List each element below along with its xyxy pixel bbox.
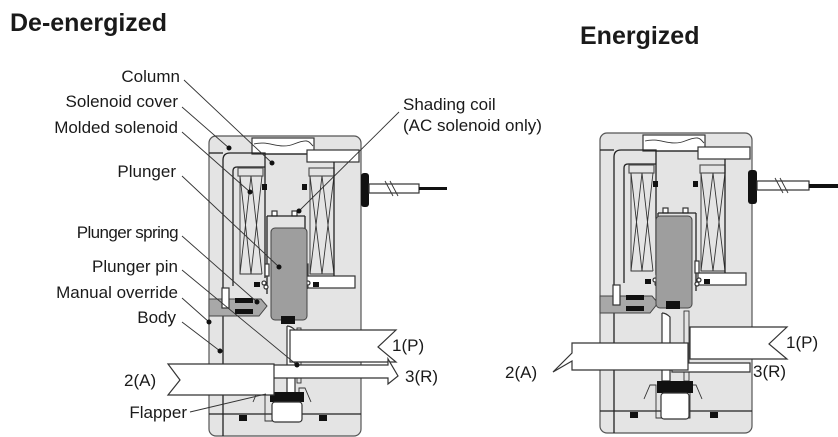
- port-label-3r-energized: 3(R): [753, 362, 786, 381]
- label-plunger: Plunger: [117, 162, 176, 181]
- label-shading-coil-note: (AC solenoid only): [403, 116, 542, 135]
- valve-energized: [599, 132, 753, 434]
- leader-lines: [181, 79, 400, 413]
- label-body: Body: [137, 308, 176, 327]
- panel-title-energized: Energized: [580, 22, 699, 50]
- flapper-shape: [270, 392, 304, 402]
- valve-de-energized: [208, 135, 362, 437]
- label-shading-coil: Shading coil: [403, 95, 496, 114]
- label-plunger-pin: Plunger pin: [92, 257, 178, 276]
- cable-de-energized: [361, 173, 447, 207]
- label-molded-solenoid: Molded solenoid: [54, 118, 178, 137]
- port-label-2a-energized: 2(A): [505, 363, 537, 382]
- port-2-arrow: [166, 363, 275, 396]
- cable-energized: [748, 170, 838, 204]
- label-plunger-spring: Plunger spring: [77, 223, 178, 242]
- label-solenoid-cover: Solenoid cover: [66, 92, 179, 111]
- label-flapper: Flapper: [129, 403, 187, 422]
- flapper-shape-energized: [657, 381, 693, 393]
- leader-dots: [206, 145, 302, 368]
- label-column: Column: [121, 67, 180, 86]
- panel-title-de-energized: De-energized: [10, 9, 167, 37]
- port-2-arrow-energized: [552, 342, 689, 373]
- plunger-shape: [270, 227, 308, 321]
- port-label-2a: 2(A): [124, 371, 156, 390]
- port-label-1p: 1(P): [392, 336, 424, 355]
- plunger-shape-energized: [655, 215, 693, 309]
- port-label-3r: 3(R): [405, 367, 438, 386]
- port-1-arrow-energized: [689, 326, 789, 360]
- port-label-1p-energized: 1(P): [786, 333, 818, 352]
- port-1-arrow: [289, 329, 398, 363]
- label-manual-override: Manual override: [56, 283, 178, 302]
- port-3-arrow: [272, 356, 399, 386]
